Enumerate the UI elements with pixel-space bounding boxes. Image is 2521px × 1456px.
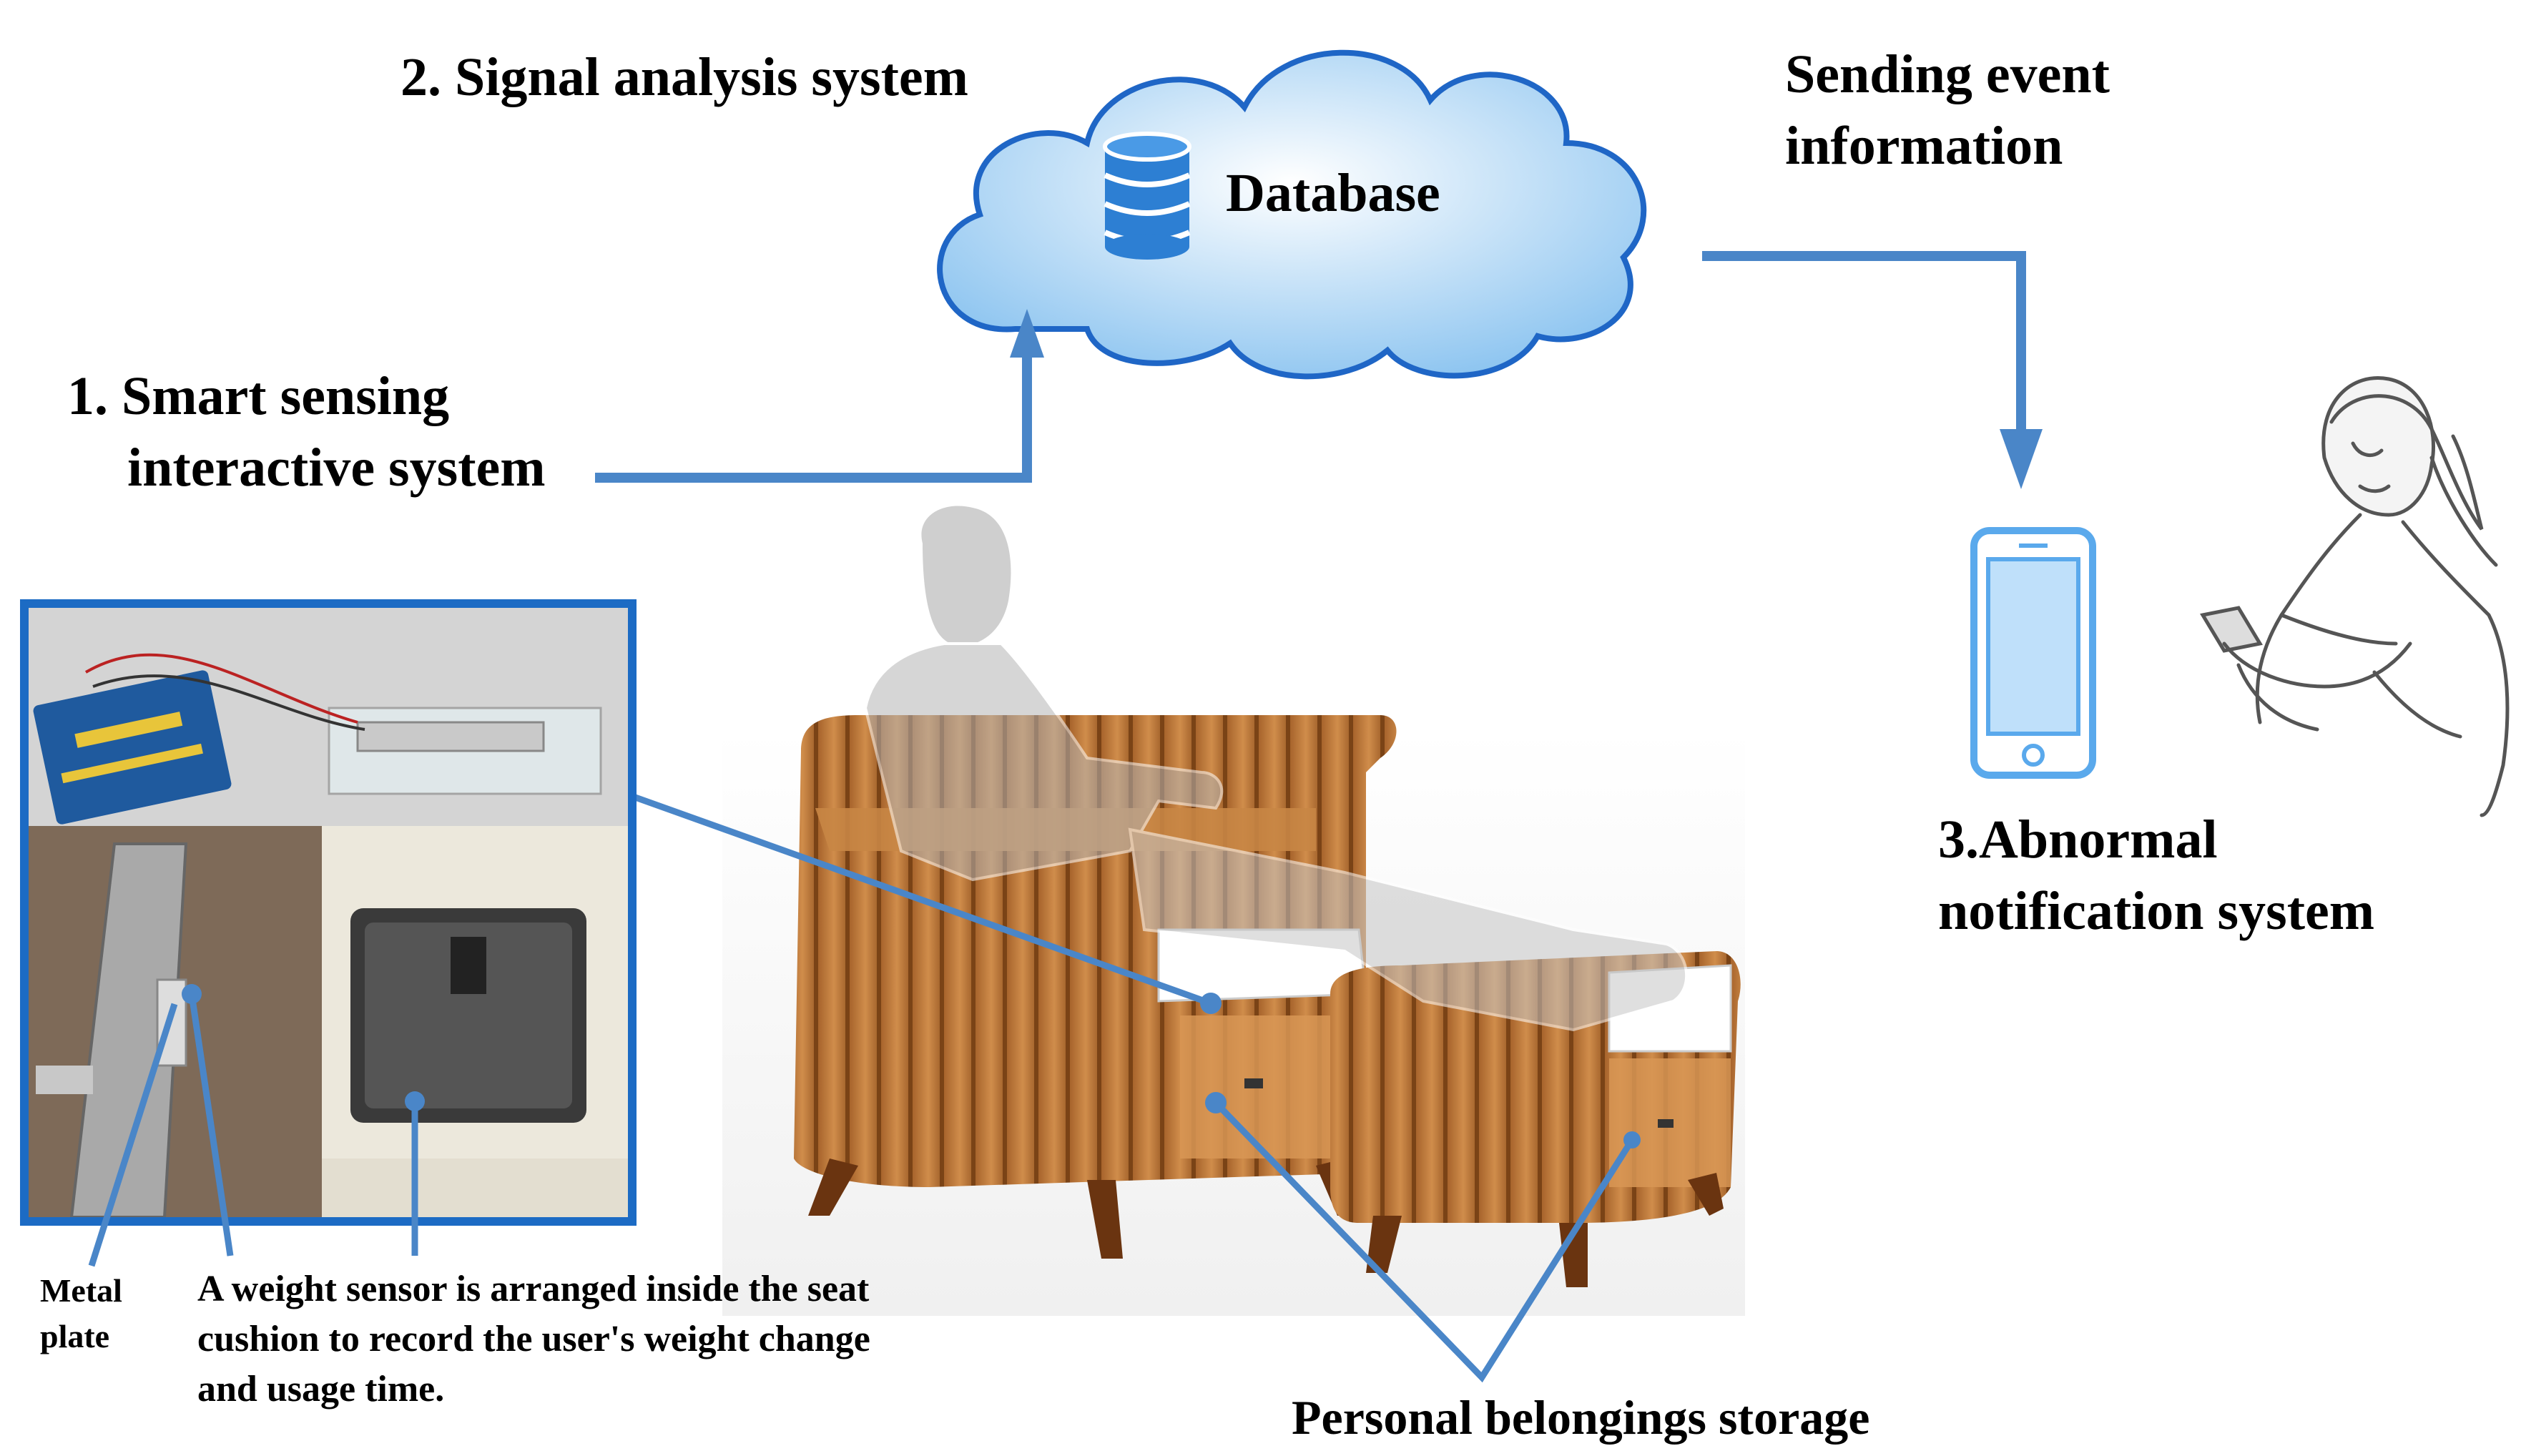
sensor-photo-frame <box>20 599 637 1226</box>
seated-man <box>863 506 1688 1032</box>
abnormal-label-1: 3.Abnormal <box>1938 810 2218 870</box>
cloud-icon <box>937 49 1647 380</box>
smartphone-icon <box>1970 527 2096 779</box>
smart-sensing-label-2: interactive system <box>127 438 546 498</box>
smart-sensing-label-1: 1. Smart sensing <box>67 366 450 426</box>
sensor-photo <box>29 608 628 1217</box>
database-icon <box>1103 132 1191 260</box>
storage-leader-lines <box>1213 1100 1635 1383</box>
arrow-to-phone <box>1702 251 2043 489</box>
weight-sensor-caption-3: and usage time. <box>197 1369 445 1410</box>
sensor-leader-line <box>628 792 1212 1007</box>
weight-sensor-caption-1: A weight sensor is arranged inside the s… <box>197 1269 870 1309</box>
sending-event-label-1: Sending event <box>1785 44 2110 104</box>
arrow-to-cloud <box>595 309 1044 483</box>
sending-event-label-2: information <box>1785 116 2063 176</box>
database-label: Database <box>1226 163 1440 223</box>
abnormal-label-2: notification system <box>1938 881 2375 941</box>
signal-analysis-label: 2. Signal analysis system <box>400 47 968 107</box>
weight-sensor-caption-2: cushion to record the user's weight chan… <box>197 1319 870 1359</box>
storage-label: Personal belongings storage <box>1292 1390 1870 1445</box>
woman-sketch <box>2200 376 2510 817</box>
chair-scene <box>722 506 1745 1316</box>
metal-plate-label-1: Metal <box>40 1272 122 1309</box>
metal-plate-label-2: plate <box>40 1318 110 1354</box>
